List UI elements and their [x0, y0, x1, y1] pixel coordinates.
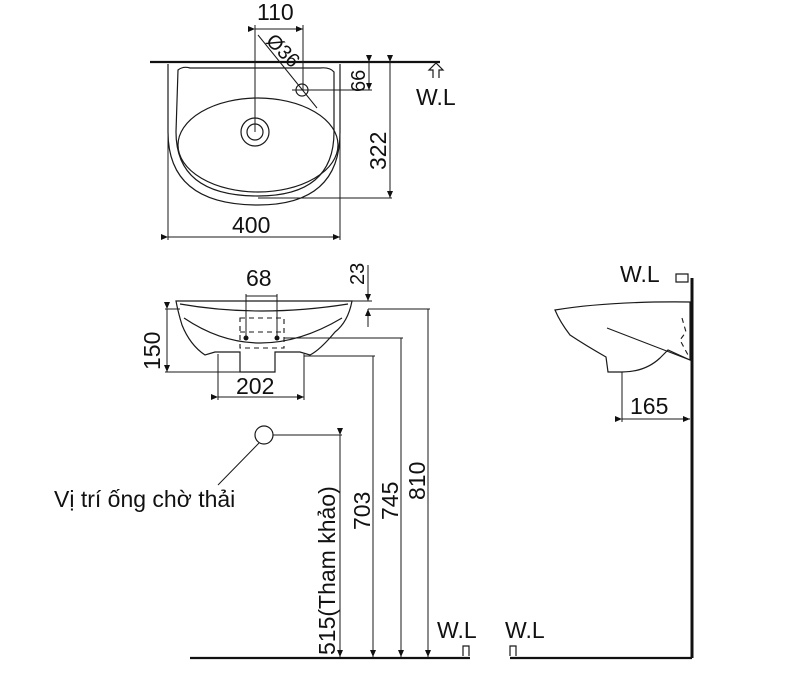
basin-inner-rim	[175, 66, 335, 197]
dim-bracket-spacing: 202	[236, 373, 274, 399]
side-floor-arrow-icon	[509, 645, 517, 656]
dim-waste-height: 515(Tham khảo)	[314, 486, 340, 655]
dim-745: 745	[377, 482, 403, 520]
dim-703: 703	[349, 492, 375, 530]
dim-projection: 165	[630, 393, 668, 419]
waste-position-label: Vị trí ống chờ thải	[54, 486, 235, 512]
basin-outline	[167, 64, 341, 206]
floor-wall-arrow-icon	[462, 645, 470, 656]
dim-height: 150	[139, 332, 165, 370]
side-wall-arrow-icon	[675, 273, 689, 283]
side-bracket-hidden	[679, 317, 689, 356]
front-floor-wall-label: W.L	[437, 617, 477, 643]
top-view: 110 Ø36 66 322 400 W.L	[150, 0, 456, 240]
top-wall-label: W.L	[416, 84, 456, 110]
dim-810: 810	[404, 462, 430, 500]
side-wall-label-floor: W.L	[505, 617, 545, 643]
front-view: 68 23 150 202 810 745 703 515(Tham khảo)…	[54, 263, 477, 660]
side-wall-label-top: W.L	[620, 261, 660, 287]
side-basin-outline	[554, 301, 691, 373]
drain-hidden-box	[239, 317, 285, 349]
diameter-leader	[257, 34, 318, 109]
dim-faucet-offset: 110	[257, 0, 294, 25]
waste-pipe-icon	[254, 425, 274, 445]
dim-width: 400	[232, 212, 270, 238]
basin-rim-line	[179, 303, 349, 312]
dim-hole-spacing: 68	[246, 265, 272, 291]
waste-leader	[217, 442, 260, 486]
bowl-ellipse	[177, 97, 339, 193]
dim-depth: 322	[365, 132, 391, 170]
side-basin-inner-line	[606, 327, 691, 361]
side-view: W.L 165 W.L	[505, 261, 694, 660]
basin-front-outline	[175, 300, 353, 373]
bowl-bottom-curve	[183, 317, 343, 344]
wall-arrow-icon	[427, 62, 445, 78]
dim-faucet-hole-depth: 66	[348, 70, 370, 92]
dim-rim-offset: 23	[347, 263, 369, 285]
dim-faucet-hole-diameter: Ø36	[261, 30, 303, 72]
